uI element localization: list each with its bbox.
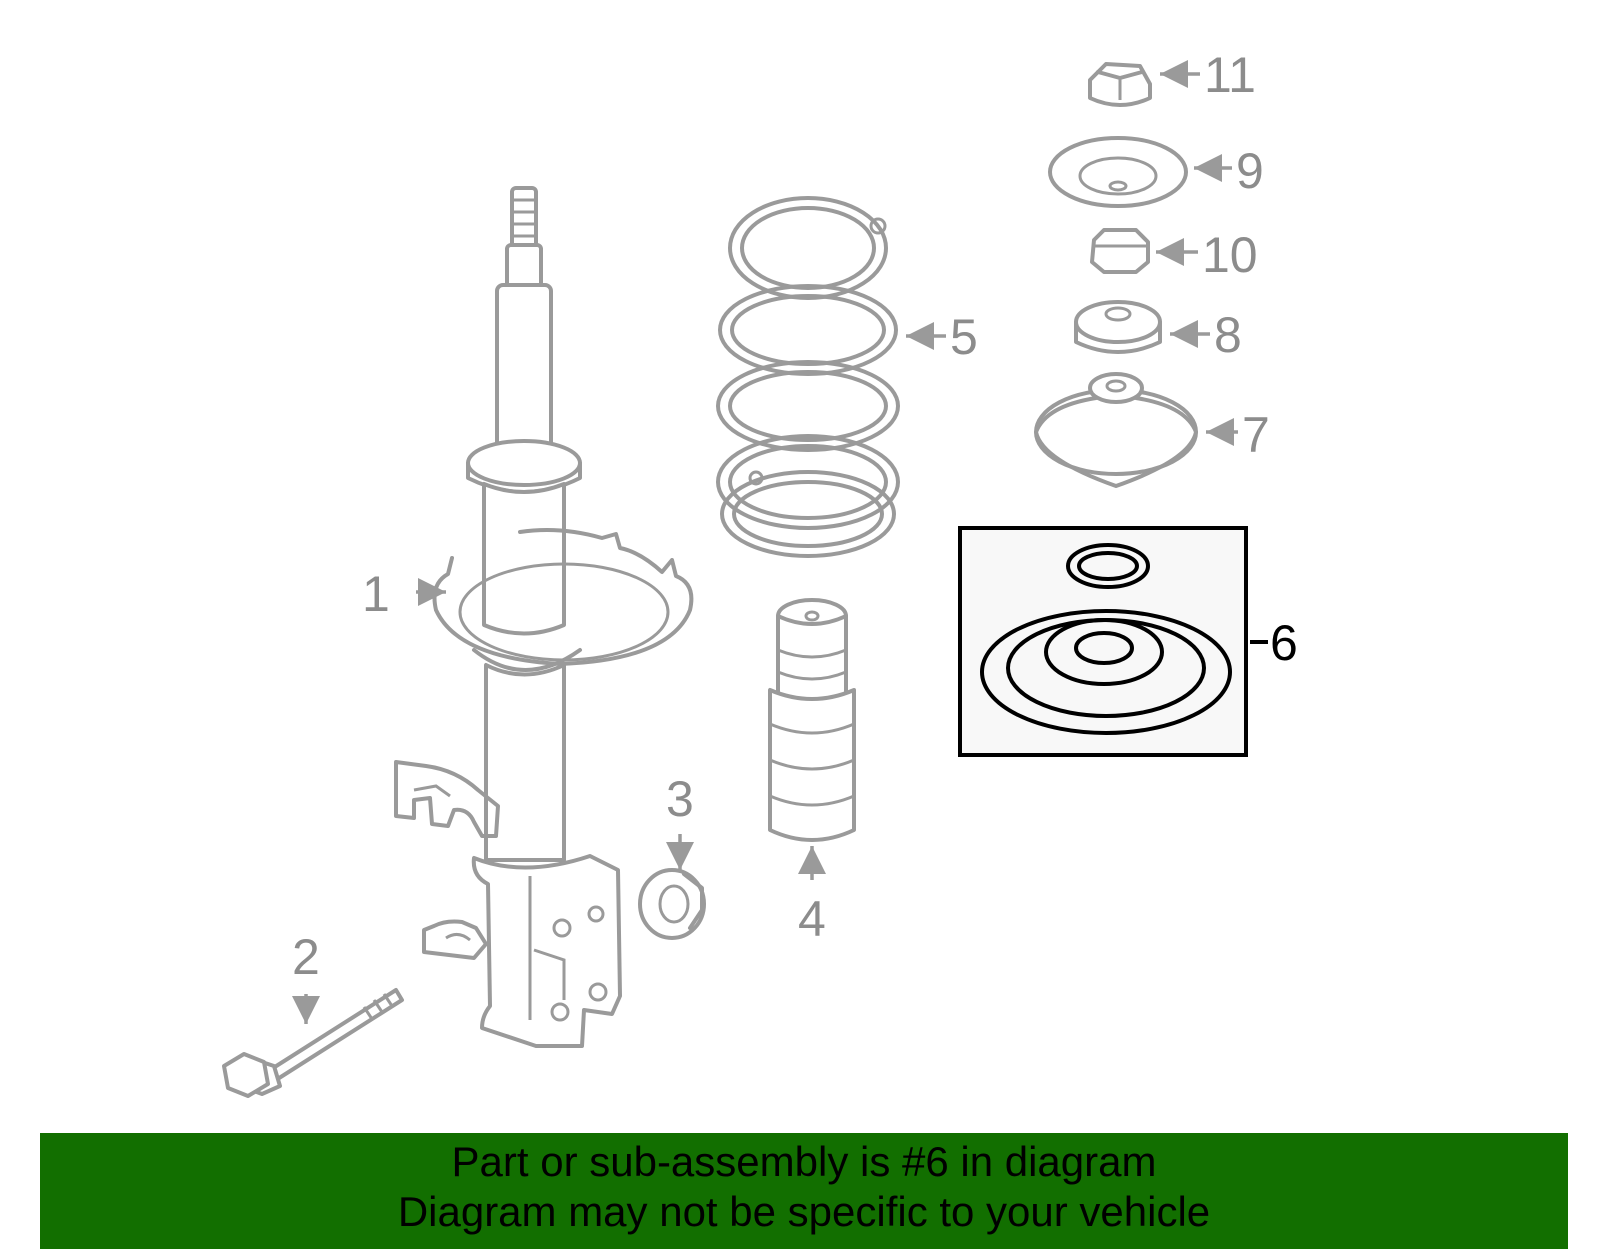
- mount-kit-part-highlighted: [958, 526, 1248, 757]
- callout-9: 9: [1236, 143, 1264, 199]
- nut-part-11: [1088, 62, 1152, 107]
- info-banner: Part or sub-assembly is #6 in diagram Di…: [40, 1133, 1568, 1249]
- banner-line-part-number: Part or sub-assembly is #6 in diagram: [451, 1138, 1157, 1185]
- strut-assembly-part: [394, 186, 694, 1048]
- callout-8: 8: [1214, 307, 1242, 363]
- washer-part: [1048, 136, 1188, 208]
- callout-7: 7: [1242, 407, 1270, 463]
- callout-4: 4: [798, 891, 826, 947]
- callout-6-highlighted: 6: [1270, 615, 1298, 671]
- bump-stop-part: [768, 598, 856, 842]
- callout-leaders: [292, 60, 1268, 1024]
- bolt-part: [222, 988, 404, 1098]
- nut-part-10: [1090, 228, 1150, 274]
- banner-line-disclaimer: Diagram may not be specific to your vehi…: [397, 1188, 1211, 1235]
- flange-nut-part: [638, 868, 706, 940]
- coil-spring-part: [716, 196, 900, 558]
- strut-mount-part: [1034, 372, 1198, 488]
- callout-3: 3: [666, 771, 694, 827]
- callout-11: 11: [1204, 47, 1256, 103]
- callout-10: 10: [1202, 227, 1258, 283]
- bushing-part: [1074, 300, 1162, 354]
- callout-2: 2: [292, 929, 320, 985]
- callout-1: 1: [362, 566, 390, 622]
- callout-5: 5: [950, 309, 978, 365]
